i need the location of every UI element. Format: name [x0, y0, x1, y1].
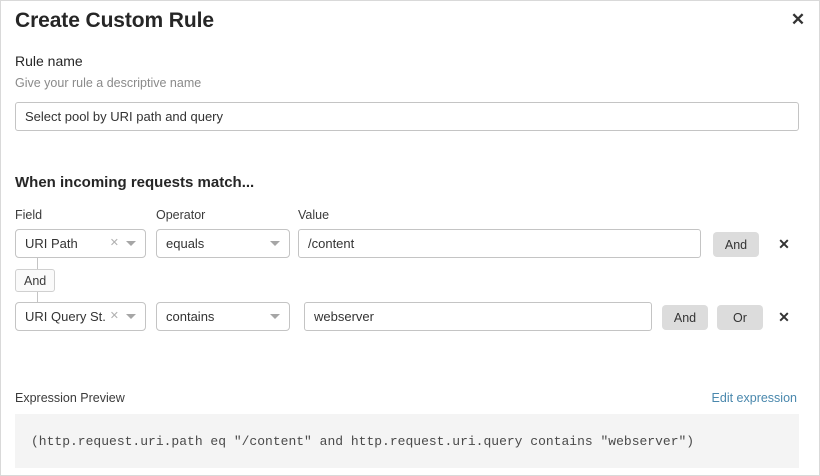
rule-name-input[interactable]	[15, 102, 799, 131]
column-label-value: Value	[298, 208, 330, 222]
dialog-title: Create Custom Rule	[15, 9, 214, 32]
row-2-or-button[interactable]: Or	[717, 305, 763, 330]
row-2-operator-value: contains	[166, 309, 215, 324]
row-1-field-select[interactable]: URI Path ✕	[15, 229, 146, 258]
row-2-and-button[interactable]: And	[662, 305, 708, 330]
row-1-operator-select[interactable]: equals	[156, 229, 290, 258]
row-1-field-value: URI Path	[25, 236, 78, 251]
row-1-field-chevron-down-icon	[126, 241, 136, 246]
row-1-operator-chevron-down-icon	[270, 241, 280, 246]
column-label-field: Field	[15, 208, 43, 222]
row-1-field-clear-icon[interactable]: ✕	[109, 237, 119, 249]
row-1-and-button[interactable]: And	[713, 232, 759, 257]
row-1-delete-button[interactable]: ✕	[774, 234, 794, 254]
row-2-field-chevron-down-icon	[126, 314, 136, 319]
row-1-value-input[interactable]	[298, 229, 701, 258]
row-2-value-input[interactable]	[304, 302, 652, 331]
connector-and-badge[interactable]: And	[15, 269, 56, 292]
row-2-field-clear-icon[interactable]: ✕	[109, 310, 119, 322]
edit-expression-link[interactable]: Edit expression	[711, 391, 797, 405]
expression-preview-code: (http.request.uri.path eq "/content" and…	[15, 414, 799, 468]
column-label-operator: Operator	[156, 208, 206, 222]
expression-preview-label: Expression Preview	[15, 391, 125, 405]
match-section-heading: When incoming requests match...	[15, 174, 255, 191]
close-icon[interactable]: ✕	[786, 7, 810, 31]
row-2-field-value: URI Query St...	[25, 309, 106, 324]
row-2-operator-select[interactable]: contains	[156, 302, 290, 331]
connector-line-top	[37, 258, 38, 269]
rule-name-description: Give your rule a descriptive name	[15, 76, 202, 90]
row-1-operator-value: equals	[166, 236, 205, 251]
row-2-field-select[interactable]: URI Query St... ✕	[15, 302, 146, 331]
row-2-delete-button[interactable]: ✕	[774, 307, 794, 327]
rule-name-label: Rule name	[15, 53, 83, 69]
connector-line-bottom	[37, 292, 38, 302]
row-2-operator-chevron-down-icon	[270, 314, 280, 319]
